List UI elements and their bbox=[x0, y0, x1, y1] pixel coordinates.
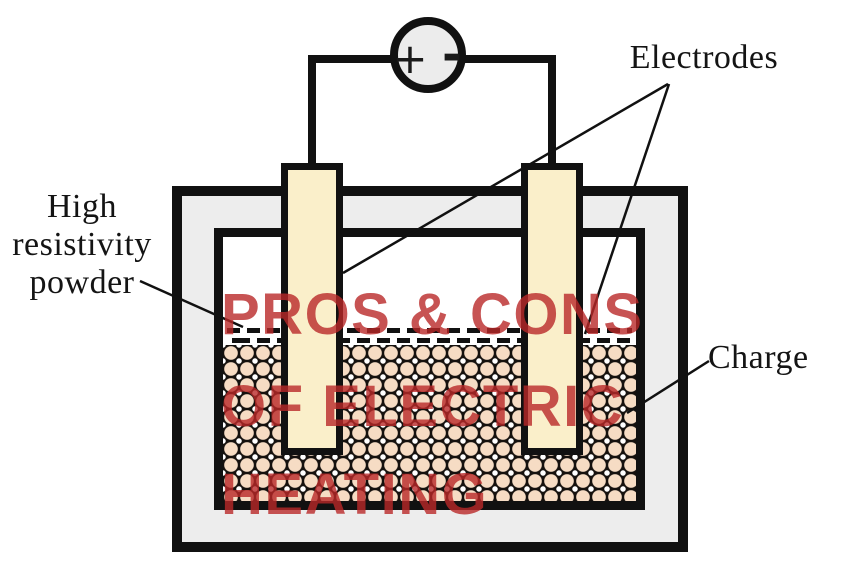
watermark-line1: PROS & CONS bbox=[221, 282, 644, 347]
power-source-circle bbox=[390, 17, 466, 93]
high-resistivity-powder-label: High resistivity powder bbox=[0, 188, 164, 302]
plus-terminal-symbol: + bbox=[392, 34, 427, 83]
minus-terminal-symbol: - bbox=[442, 27, 462, 83]
high-resistivity-powder-layer-row1 bbox=[227, 328, 632, 333]
electrode-left bbox=[281, 163, 343, 455]
high-resistivity-powder-label-line3: powder bbox=[29, 264, 135, 301]
watermark-line3: HEATING bbox=[221, 462, 489, 527]
charge-label: Charge bbox=[708, 339, 809, 376]
high-resistivity-powder-label-line1: High bbox=[47, 188, 117, 225]
high-resistivity-powder-label-line2: resistivity bbox=[12, 226, 152, 263]
wire-left bbox=[308, 55, 428, 166]
watermark-line2: OF ELECTRIC bbox=[221, 374, 625, 439]
electrodes-label: Electrodes bbox=[629, 39, 779, 76]
wire-right bbox=[428, 55, 556, 166]
high-resistivity-powder-layer-row2 bbox=[227, 338, 632, 343]
